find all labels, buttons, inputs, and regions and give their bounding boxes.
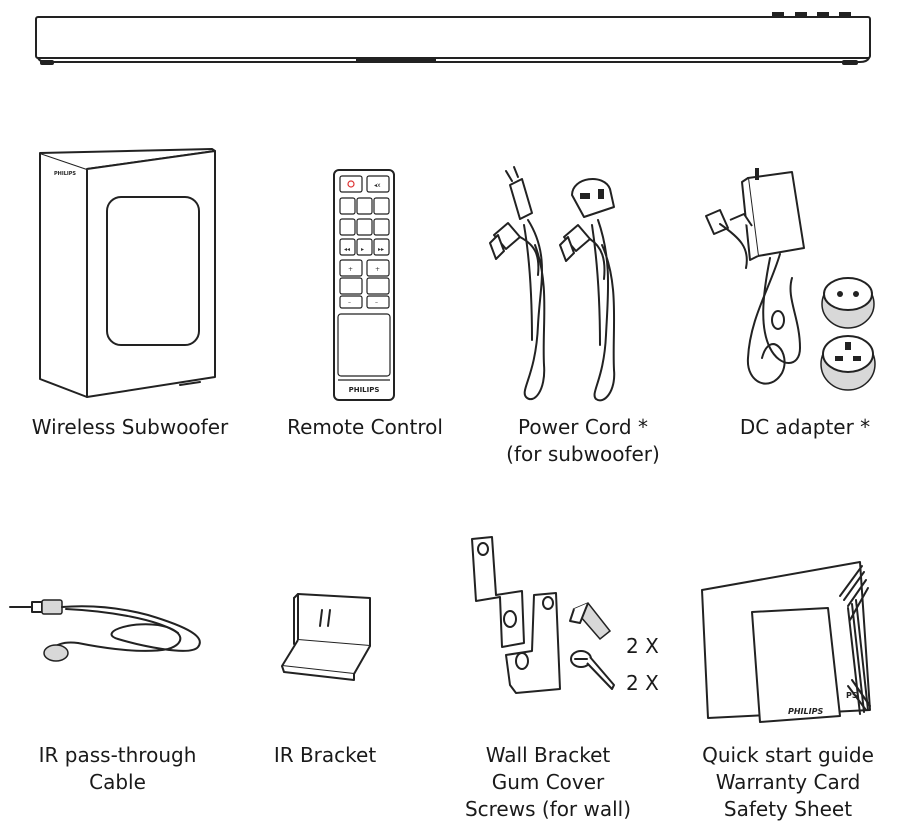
remote-illustration: ◂x ◂◂▸▸▸ ++ –– PHILIPS [333, 169, 395, 401]
label-power-cord: Power Cord * (for subwoofer) [506, 415, 660, 466]
svg-text:–: – [348, 299, 351, 306]
documents-illustration: PHILIPS PS [701, 561, 871, 723]
label-wall-bracket: Wall Bracket Gum Cover Screws (for wall) [464, 743, 632, 821]
gum-cover-icon [569, 602, 612, 641]
subwoofer-brand-text: PHILIPS [54, 171, 76, 177]
label-remote-control: Remote Control [287, 415, 443, 439]
label-documents: Quick start guide Warranty Card Safety S… [702, 743, 874, 821]
gum-cover-quantity: 2 X [626, 634, 659, 658]
ir-bracket-illustration [281, 593, 371, 681]
ir-cable-illustration [9, 599, 201, 662]
svg-text:◂x: ◂x [374, 182, 381, 189]
remote-buttons [337, 175, 391, 377]
screw-icon [570, 650, 615, 690]
uk-plug-converter [820, 335, 876, 391]
svg-text:▸▸: ▸▸ [378, 246, 384, 253]
label-ir-bracket: IR Bracket [273, 743, 377, 767]
eu-plug-converter [821, 277, 875, 329]
remote-brand-text: PHILIPS [349, 386, 380, 394]
label-wireless-subwoofer: Wireless Subwoofer [31, 415, 229, 439]
booklet-brand-text: PHILIPS [788, 707, 823, 716]
svg-text:+: + [375, 266, 380, 273]
wall-bracket-illustration [471, 536, 615, 694]
power-cord-illustration [489, 166, 616, 402]
screws-quantity: 2 X [626, 671, 659, 695]
subwoofer-illustration: PHILIPS [39, 148, 216, 398]
soundbar-illustration [35, 12, 871, 65]
svg-text:◂◂: ◂◂ [344, 246, 350, 253]
svg-text:+: + [348, 266, 353, 273]
dc-adapter-illustration [705, 168, 876, 391]
svg-text:–: – [375, 299, 378, 306]
label-ir-cable: IR pass-through Cable [38, 743, 197, 794]
svg-text:▸: ▸ [361, 246, 364, 253]
booklet-brand-cut: PS [846, 691, 858, 700]
label-dc-adapter: DC adapter * [739, 415, 871, 439]
